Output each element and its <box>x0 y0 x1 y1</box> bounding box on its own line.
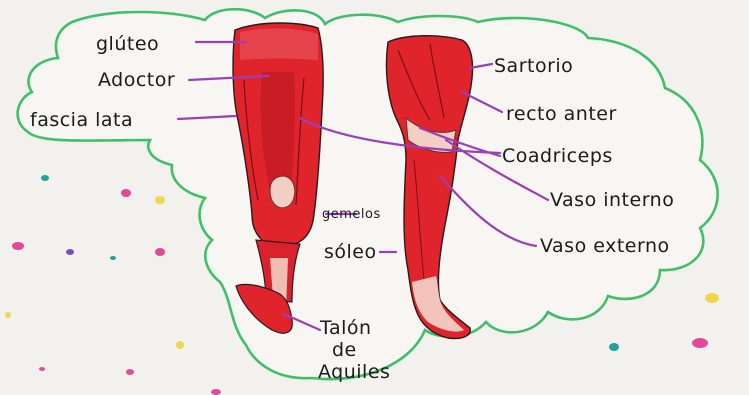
label-vaso-interno: Vaso interno <box>550 189 674 211</box>
label-aquiles: Aquiles <box>318 361 390 383</box>
label-aductor: Adoctor <box>98 69 175 91</box>
label-gluteo: glúteo <box>96 33 159 55</box>
label-recto-anterior: recto anter <box>506 103 617 125</box>
label-gemelos: gemelos <box>322 207 381 222</box>
label-soleo: sóleo <box>324 241 377 263</box>
label-fascia-lata: fascia lata <box>30 109 133 131</box>
label-de: de <box>332 339 357 361</box>
label-talon: Talón <box>319 317 372 339</box>
label-vaso-externo: Vaso externo <box>540 235 670 257</box>
label-cuadriceps: Coadriceps <box>502 145 613 167</box>
label-sartorio: Sartorio <box>494 55 573 77</box>
